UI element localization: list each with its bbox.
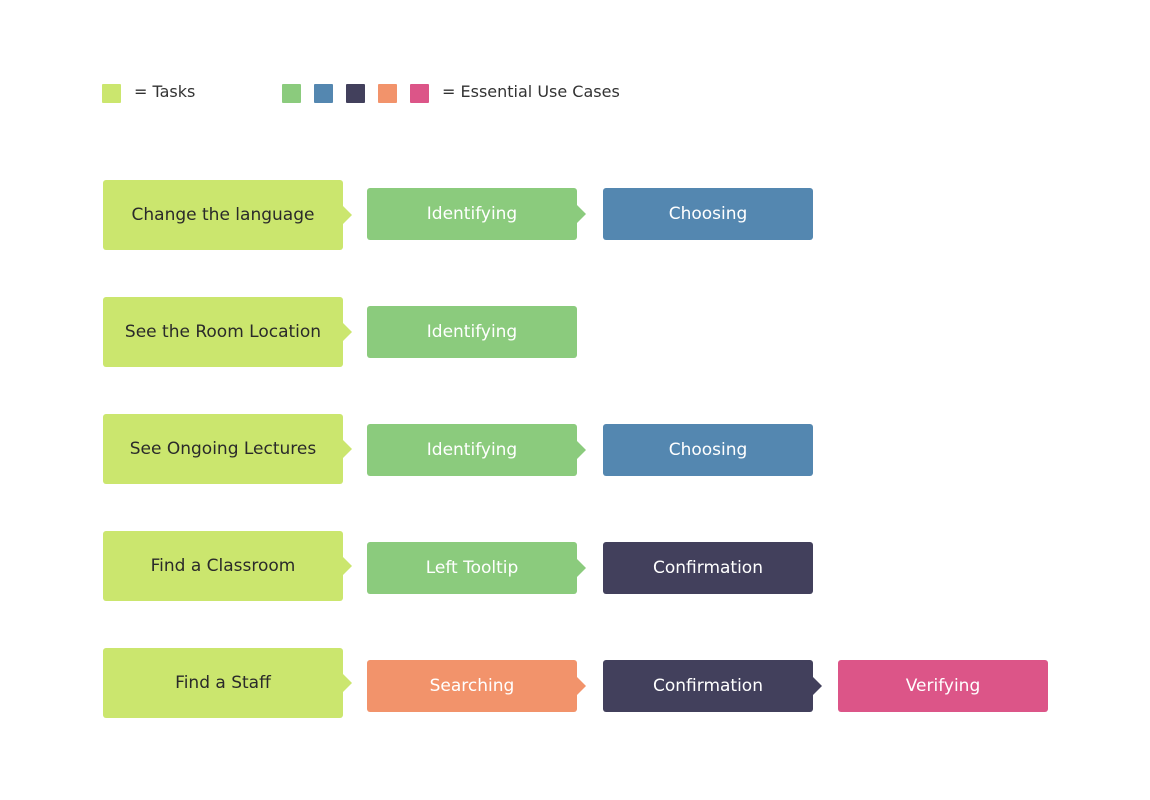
legend-use-cases-label: = Essential Use Cases: [442, 82, 620, 101]
use-case-identifying: Identifying: [367, 424, 586, 476]
use-case-choosing: Choosing: [603, 188, 813, 240]
task-box: Change the language: [103, 180, 352, 250]
task-box: Find a Staff: [103, 648, 352, 718]
use-case-identifying: Identifying: [367, 306, 577, 358]
verifying-swatch: [410, 84, 429, 103]
task-box: See the Room Location: [103, 297, 352, 367]
use-case-confirmation: Confirmation: [603, 542, 813, 594]
identifying-swatch: [282, 84, 301, 103]
task-box: Find a Classroom: [103, 531, 352, 601]
choosing-swatch: [314, 84, 333, 103]
task-row-room-location: See the Room Location Identifying: [0, 297, 1150, 369]
task-box: See Ongoing Lectures: [103, 414, 352, 484]
confirmation-swatch: [346, 84, 365, 103]
task-row-change-language: Change the language Identifying Choosing: [0, 180, 1150, 252]
task-row-find-classroom: Find a Classroom Left Tooltip Confirmati…: [0, 531, 1150, 603]
searching-swatch: [378, 84, 397, 103]
use-case-searching: Searching: [367, 660, 586, 712]
use-case-confirmation: Confirmation: [603, 660, 822, 712]
use-case-left-tooltip: Left Tooltip: [367, 542, 586, 594]
use-case-choosing: Choosing: [603, 424, 813, 476]
task-swatch: [102, 84, 121, 103]
task-row-ongoing-lectures: See Ongoing Lectures Identifying Choosin…: [0, 414, 1150, 486]
use-case-verifying: Verifying: [838, 660, 1048, 712]
legend: = Tasks = Essential Use Cases: [102, 82, 702, 104]
legend-tasks-label: = Tasks: [134, 82, 196, 101]
use-case-identifying: Identifying: [367, 188, 586, 240]
task-row-find-staff: Find a Staff Searching Confirmation Veri…: [0, 648, 1150, 720]
